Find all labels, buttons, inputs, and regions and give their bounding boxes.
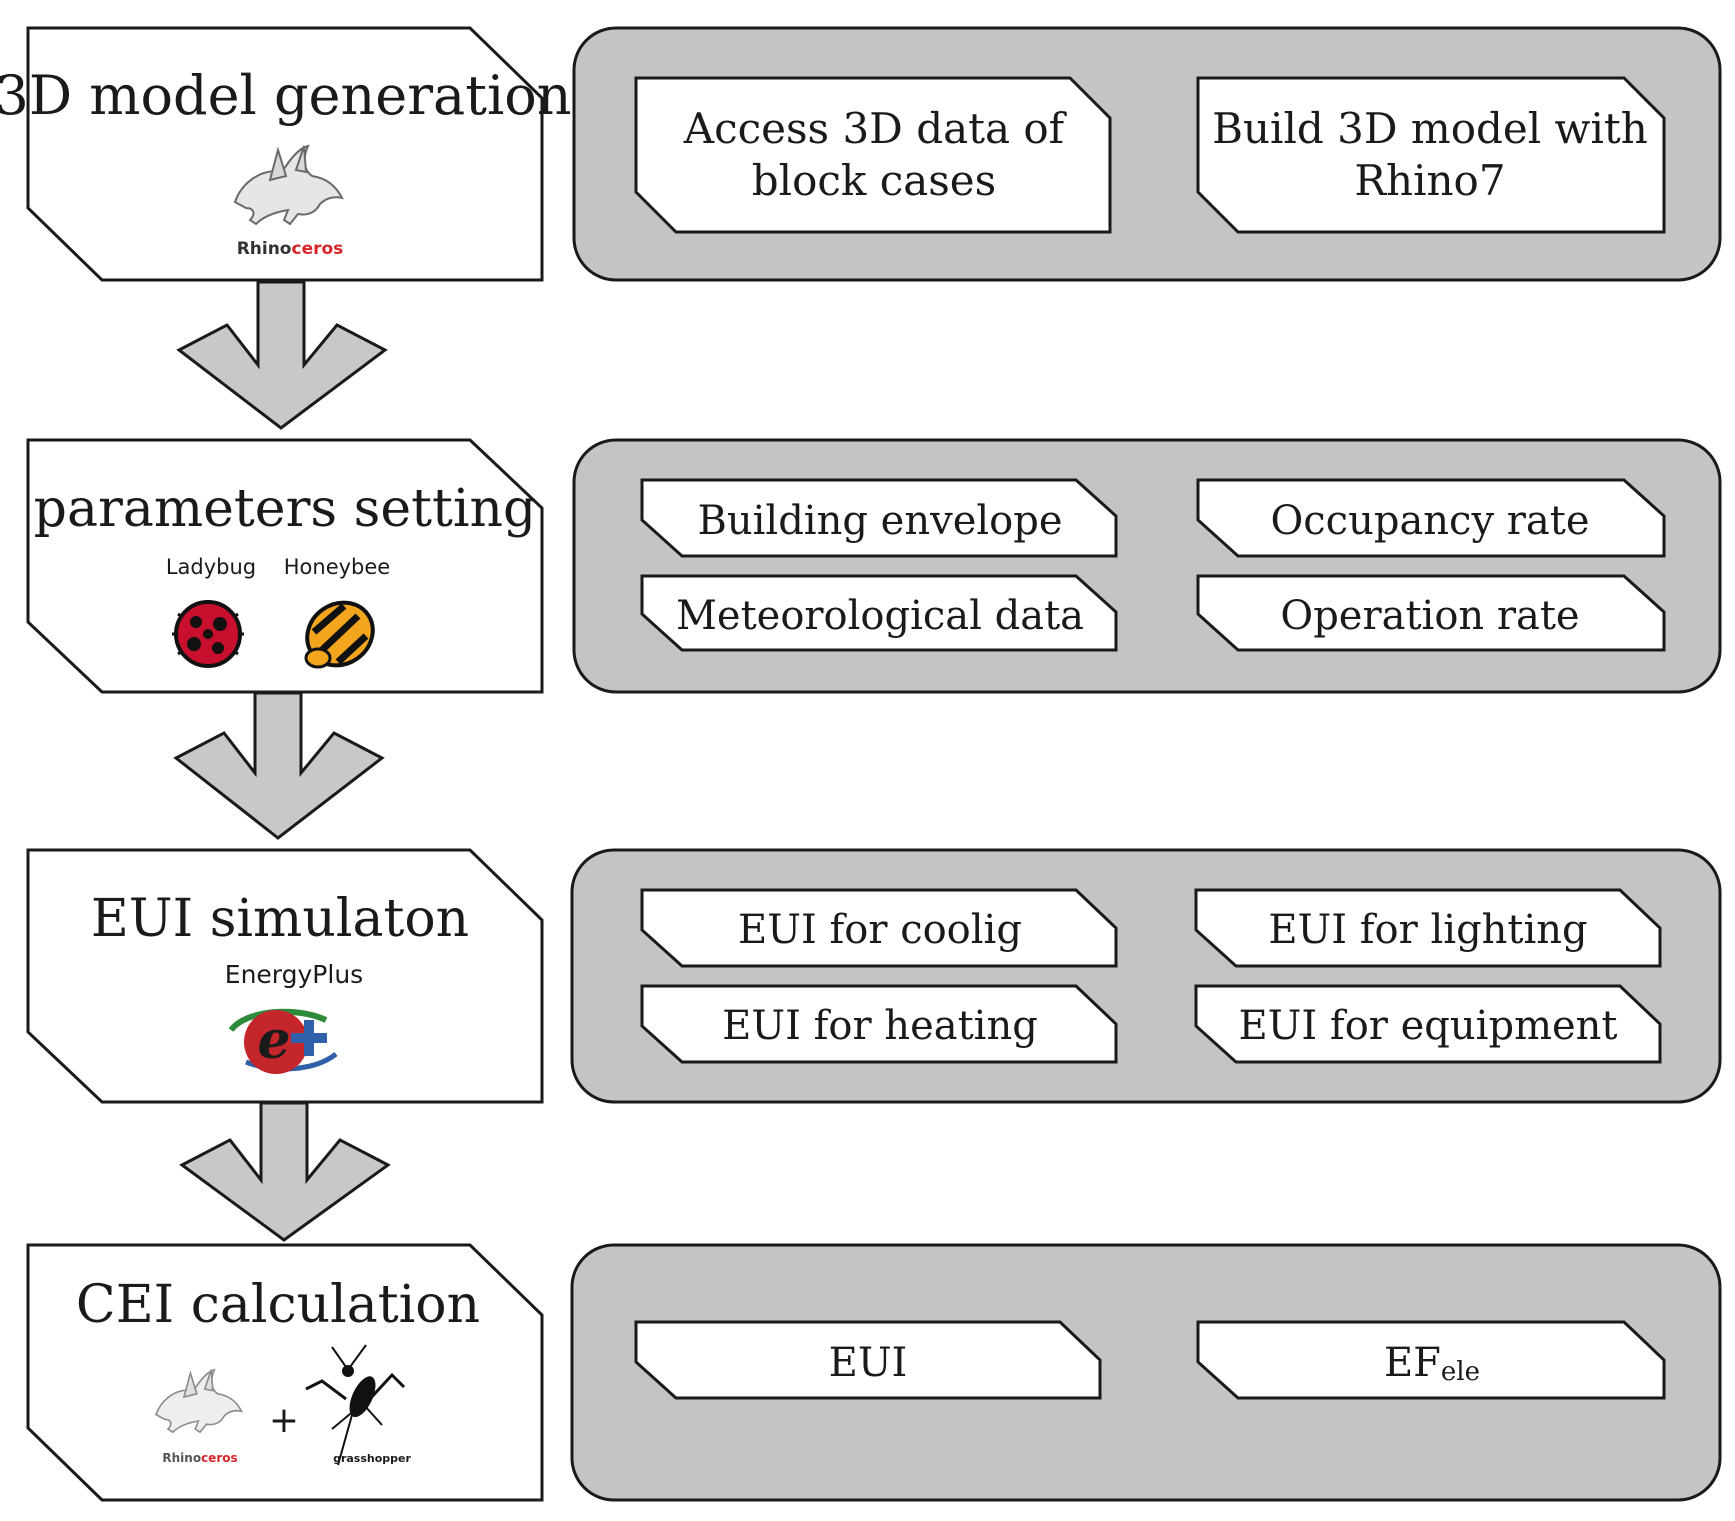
svg-text:EUI for equipment: EUI for equipment [1238, 1003, 1617, 1049]
step-box-2: parameters setting Ladybug Honeybee [26, 438, 544, 694]
rhinoceros-icon [233, 144, 344, 226]
ladybug-caption: Ladybug [166, 555, 256, 579]
svg-text:Meteorological data: Meteorological data [676, 593, 1084, 639]
item-build-3d-model: Build 3D model with Rhino7 [1196, 76, 1666, 234]
item-building-envelope: Building envelope [640, 478, 1118, 558]
step-title-4: CEI calculation [76, 1275, 480, 1335]
down-arrow-1 [176, 280, 388, 430]
rhinoceros-icon [155, 1368, 244, 1434]
item-access-3d-data: Access 3D data of block cases [634, 76, 1112, 234]
step-panel-1: Access 3D data of block cases Build 3D m… [572, 26, 1722, 282]
step-title-1: 3D model generation [0, 64, 572, 127]
step-panel-4: EUI EFele [570, 1243, 1722, 1502]
svg-text:Occupancy rate: Occupancy rate [1270, 498, 1589, 544]
step-title-2: parameters setting [34, 479, 537, 539]
item-eui-heating: EUI for heating [640, 984, 1118, 1064]
plus-icon: + [269, 1400, 299, 1441]
item-meteorological-data: Meteorological data [640, 574, 1118, 652]
rhino-caption: Rhinoceros [237, 239, 344, 259]
honeybee-icon [304, 600, 375, 669]
item-eui-cooling: EUI for coolig [640, 888, 1118, 968]
item-occupancy-rate: Occupancy rate [1196, 478, 1666, 558]
svg-text:EUI for lighting: EUI for lighting [1268, 907, 1587, 953]
svg-text:EUI: EUI [829, 1340, 908, 1386]
svg-text:Build 3D model with: Build 3D model with [1212, 104, 1648, 153]
item-ef-ele: EFele [1196, 1320, 1666, 1400]
svg-text:e: e [257, 1010, 290, 1071]
step-box-1: 3D model generation Rhinoceros [0, 26, 572, 282]
item-eui-equipment: EUI for equipment [1194, 984, 1662, 1064]
down-arrow-3 [179, 1101, 391, 1242]
step-panel-2: Building envelope Occupancy rate Meteoro… [572, 438, 1722, 694]
down-arrow-2 [173, 691, 385, 840]
ef-ele-label: EFele [1384, 1340, 1480, 1387]
svg-text:Building envelope: Building envelope [697, 498, 1062, 544]
step-box-4: CEI calculation Rhinoceros + grasshopper [26, 1243, 544, 1502]
energyplus-icon: e [228, 1008, 338, 1074]
ladybug-icon [172, 600, 244, 668]
svg-text:Rhino7: Rhino7 [1354, 156, 1505, 205]
grasshopper-icon [305, 1344, 406, 1466]
svg-text:EUI for heating: EUI for heating [722, 1003, 1038, 1049]
step-panel-3: EUI for coolig EUI for lighting EUI for … [570, 848, 1722, 1104]
rhino-caption-small: Rhinoceros [162, 1451, 237, 1465]
svg-text:Operation rate: Operation rate [1280, 593, 1579, 639]
step-title-3: EUI simulaton [91, 889, 469, 949]
svg-text:EUI for coolig: EUI for coolig [738, 907, 1022, 953]
svg-text:Access 3D data of: Access 3D data of [683, 104, 1068, 153]
energyplus-caption: EnergyPlus [225, 960, 363, 989]
grasshopper-caption: grasshopper [333, 1452, 411, 1465]
honeybee-caption: Honeybee [284, 555, 390, 579]
svg-text:block cases: block cases [752, 156, 996, 205]
item-operation-rate: Operation rate [1196, 574, 1666, 652]
item-eui: EUI [634, 1320, 1102, 1400]
step-box-3: EUI simulaton EnergyPlus e [26, 848, 544, 1104]
item-eui-lighting: EUI for lighting [1194, 888, 1662, 968]
